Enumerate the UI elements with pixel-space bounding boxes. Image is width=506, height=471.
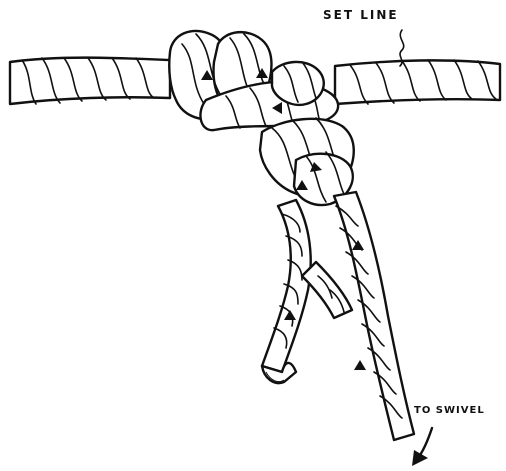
set-line-label: SET LINE [323,8,399,22]
crossing-overlap [302,262,352,318]
tag-end-rope [262,200,311,383]
standing-part-rope [334,192,414,440]
knot-wraps [169,31,338,130]
to-swivel-label: TO SWIVEL [414,405,485,416]
knot-lower-turns [260,118,354,205]
